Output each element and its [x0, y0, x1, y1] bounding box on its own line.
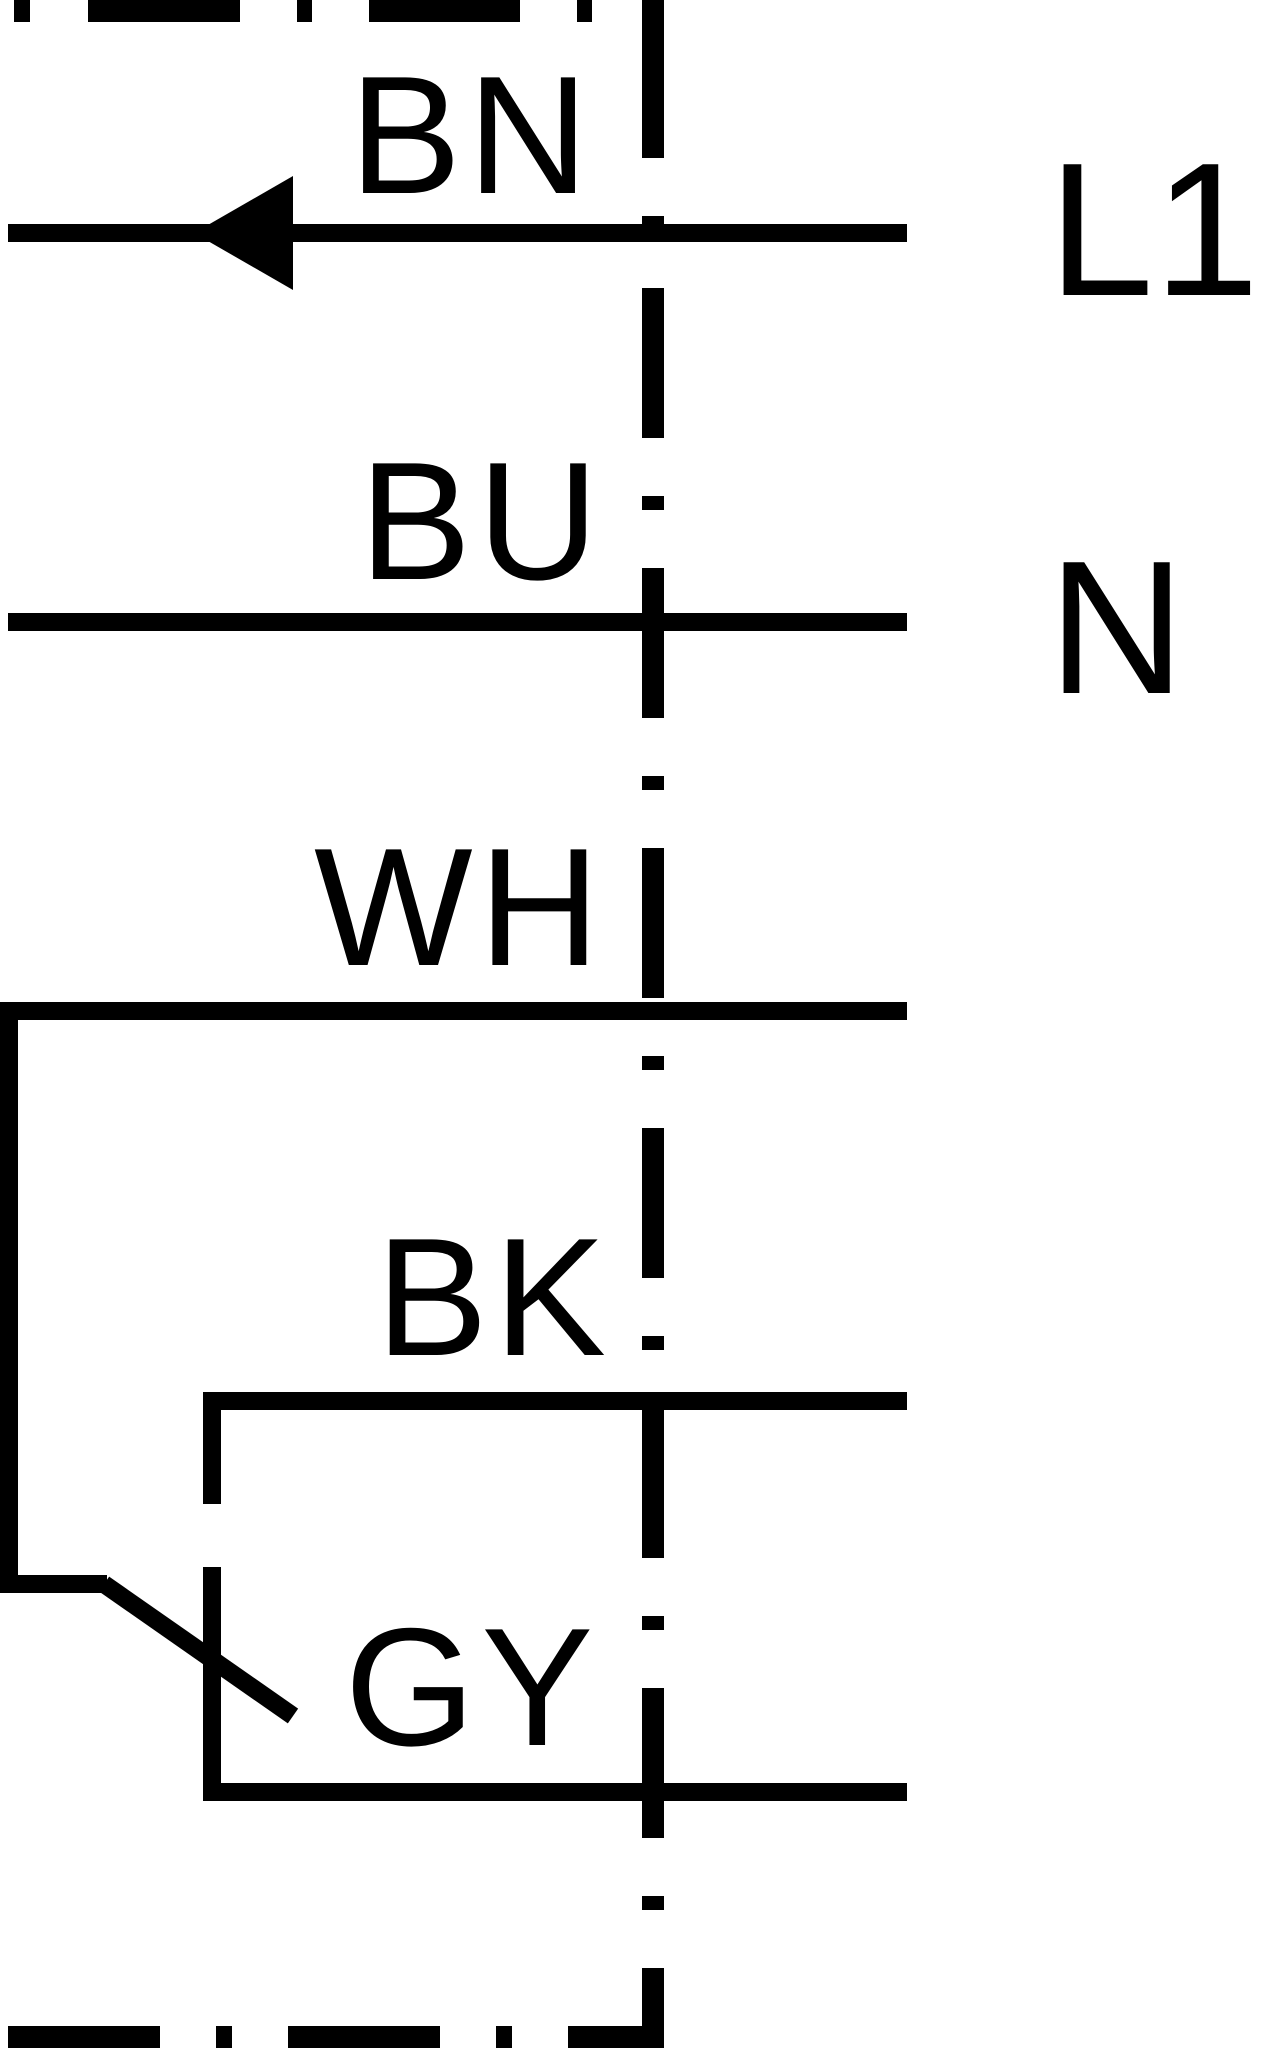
wire-label-gy: GY	[345, 1593, 600, 1781]
switch-contact	[98, 1576, 299, 1724]
wire-wh	[0, 1002, 907, 1593]
wire-label-bu: BU	[359, 427, 604, 615]
terminal-label-l1: L1	[1048, 124, 1259, 336]
wire-label-bn: BN	[349, 41, 594, 229]
wire-label-wh: WH	[314, 813, 606, 1001]
arrow-left-icon	[194, 176, 293, 290]
wire-bn	[8, 176, 907, 290]
wire-label-bk: BK	[376, 1203, 612, 1391]
terminal-label-n: N	[1048, 522, 1185, 734]
wire-gy	[203, 1567, 907, 1801]
device-boundary	[8, 0, 664, 2048]
wire-bk	[203, 1392, 907, 1504]
